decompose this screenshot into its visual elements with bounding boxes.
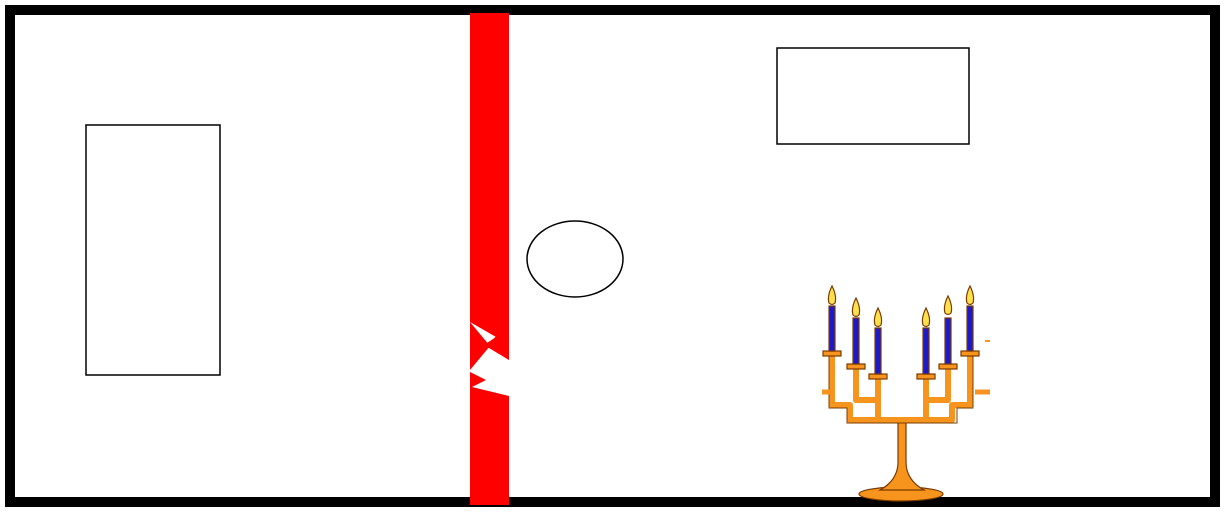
candle bbox=[967, 306, 973, 351]
dividing-wall-upper bbox=[470, 13, 509, 360]
candle bbox=[923, 328, 929, 374]
candle bbox=[829, 306, 835, 351]
cup bbox=[939, 364, 957, 369]
cup bbox=[869, 374, 887, 379]
cup bbox=[961, 351, 979, 356]
candle bbox=[945, 318, 951, 364]
cup bbox=[823, 351, 841, 356]
cup bbox=[847, 364, 865, 369]
cup bbox=[917, 374, 935, 379]
candle bbox=[875, 328, 881, 374]
orange-dot bbox=[985, 340, 990, 342]
candle bbox=[853, 318, 859, 364]
center-ellipse bbox=[527, 221, 623, 297]
top-right-rectangle bbox=[777, 48, 969, 144]
left-rectangle bbox=[86, 125, 220, 375]
